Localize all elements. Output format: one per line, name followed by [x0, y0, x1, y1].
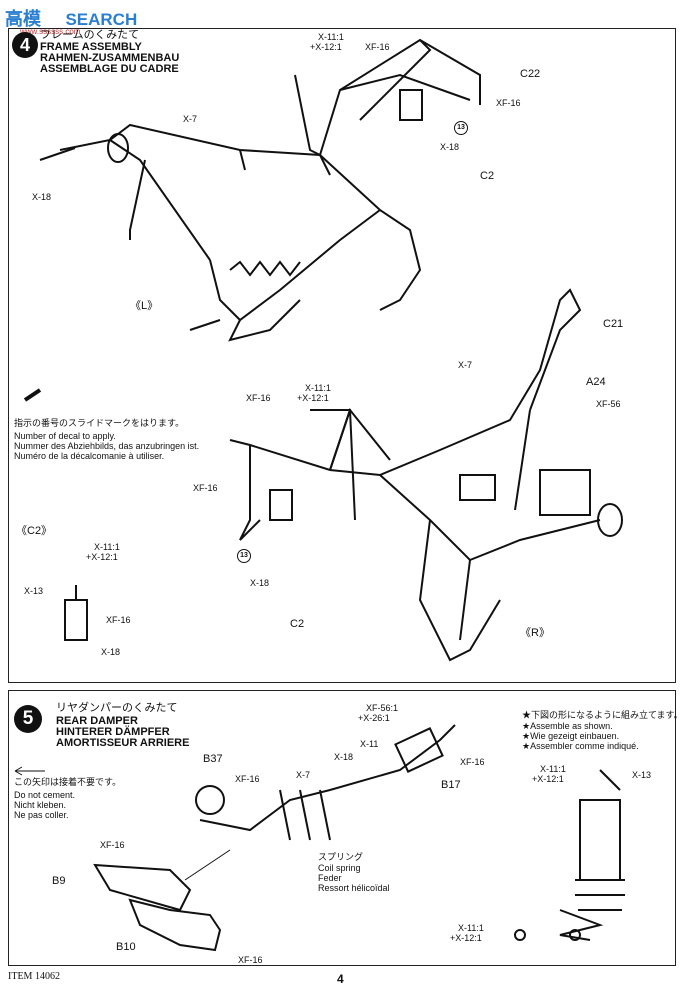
label-b10: B10 [116, 941, 136, 953]
label-xf16-lower-b: XF-16 [193, 483, 218, 493]
label-x12-1-lower: +X-12:1 [297, 393, 329, 403]
watermark-text: SEARCH [65, 10, 138, 29]
label-x7-upper: X-7 [183, 114, 198, 124]
label-c22: C22 [520, 68, 541, 80]
step5-title-de: HINTERER DÄMPFER [56, 726, 170, 738]
spring-de: Feder [318, 873, 342, 883]
assemble-note-en: ★Assemble as shown. [522, 721, 613, 731]
label-xf16-lower-a: XF-16 [246, 393, 271, 403]
label-b17: B17 [441, 779, 461, 791]
step5-number: 5 [14, 705, 42, 733]
label-x12-1: +X-12:1 [310, 42, 342, 52]
step5-panel [8, 690, 676, 966]
label-x11-1: X-11:1 [318, 32, 344, 42]
decal-note-de: Nummer des Abziehbilds, das anzubringen … [14, 441, 200, 451]
label-c2-lower: C2 [290, 618, 305, 630]
watermark-brand: 高 [5, 9, 23, 29]
label-x26-step5: +X-26:1 [358, 713, 390, 723]
c2-detail-x11: X-11:1 [94, 542, 120, 552]
item-number: ITEM 14062 [8, 971, 60, 982]
spring-fr: Ressort hélicoïdal [318, 883, 390, 893]
no-cement-de: Nicht kleben. [14, 800, 67, 810]
c2-detail-x13: X-13 [24, 586, 44, 596]
c2-detail-xf16: XF-16 [106, 615, 131, 625]
spring-jp: スプリング [318, 852, 364, 862]
label-xf56-step5: XF-56:1 [366, 703, 399, 713]
label-c2-upper: C2 [480, 170, 495, 182]
label-xf16-top: XF-16 [365, 42, 390, 52]
decal-note-en: Number of decal to apply. [14, 431, 116, 441]
label-xf16-b37: XF-16 [235, 774, 260, 784]
watermark-site: 模 [23, 9, 41, 29]
c2-detail-x18: X-18 [101, 647, 121, 657]
c2-detail-x12: +X-12:1 [86, 552, 118, 562]
step4-title-fr: ASSEMBLAGE DU CADRE [40, 63, 179, 75]
decal-note-fr: Numéro de la décalcomanie à utiliser. [14, 451, 165, 461]
label-xf16-b9: XF-16 [100, 840, 125, 850]
label-left-frame: 《L》 [130, 300, 159, 312]
right-x11: X-11:1 [540, 764, 566, 774]
right-x13: X-13 [632, 770, 652, 780]
label-b9: B9 [52, 875, 66, 887]
assemble-note-jp: ★下図の形になるように組み立てます。 [522, 710, 683, 720]
step4-number: 4 [12, 32, 38, 58]
step4-panel [8, 28, 676, 683]
spring-en: Coil spring [318, 863, 361, 873]
label-x18-step5: X-18 [334, 752, 354, 762]
step4-title-de: RAHMEN-ZUSAMMENBAU [40, 52, 180, 64]
step4-title-jp: フレームのくみたて [40, 29, 140, 41]
label-a24: A24 [586, 376, 606, 388]
decal-note-jp: 指示の番号のスライドマークをはります。 [14, 418, 185, 428]
label-x11-1-lower: X-11:1 [305, 383, 331, 393]
label-x18-upper: X-18 [440, 142, 460, 152]
watermark: 高模 SEARCH [5, 5, 138, 29]
assemble-note-fr: ★Assembler comme indiqué. [522, 741, 639, 751]
label-right-frame: 《R》 [520, 627, 550, 639]
decal-13-upper: 13 [454, 121, 468, 135]
label-c21: C21 [603, 318, 624, 330]
label-xf16-c22: XF-16 [496, 98, 521, 108]
label-x11-step5: X-11 [360, 739, 379, 749]
label-x7-lower: X-7 [458, 360, 473, 370]
no-cement-fr: Ne pas coller. [14, 810, 69, 820]
step5-title-en: REAR DAMPER [56, 715, 138, 727]
step5-title-jp: リヤダンパーのくみたて [56, 702, 178, 714]
step5-title-fr: AMORTISSEUR ARRIERE [56, 737, 190, 749]
right-x12: +X-12:1 [532, 774, 564, 784]
page-number: 4 [337, 972, 344, 986]
label-xf16-b10: XF-16 [238, 955, 263, 965]
watermark-url: www.ssssss.com [20, 27, 81, 36]
no-cement-en: Do not cement. [14, 790, 76, 800]
step4-title-en: FRAME ASSEMBLY [40, 41, 142, 53]
label-x7-step5: X-7 [296, 770, 311, 780]
right-x12-bottom: +X-12:1 [450, 933, 482, 943]
decal-13-lower: 13 [237, 549, 251, 563]
label-x18-lower: X-18 [250, 578, 270, 588]
label-x18-left: X-18 [32, 192, 52, 202]
label-b37: B37 [203, 753, 223, 765]
assemble-note-de: ★Wie gezeigt einbauen. [522, 731, 620, 741]
label-xf16-b17: XF-16 [460, 757, 485, 767]
right-x11-bottom: X-11:1 [458, 923, 484, 933]
c2-detail-title: 《C2》 [16, 525, 53, 537]
no-cement-jp: この矢印は接着不要です。 [14, 777, 122, 787]
label-xf56: XF-56 [596, 399, 621, 409]
